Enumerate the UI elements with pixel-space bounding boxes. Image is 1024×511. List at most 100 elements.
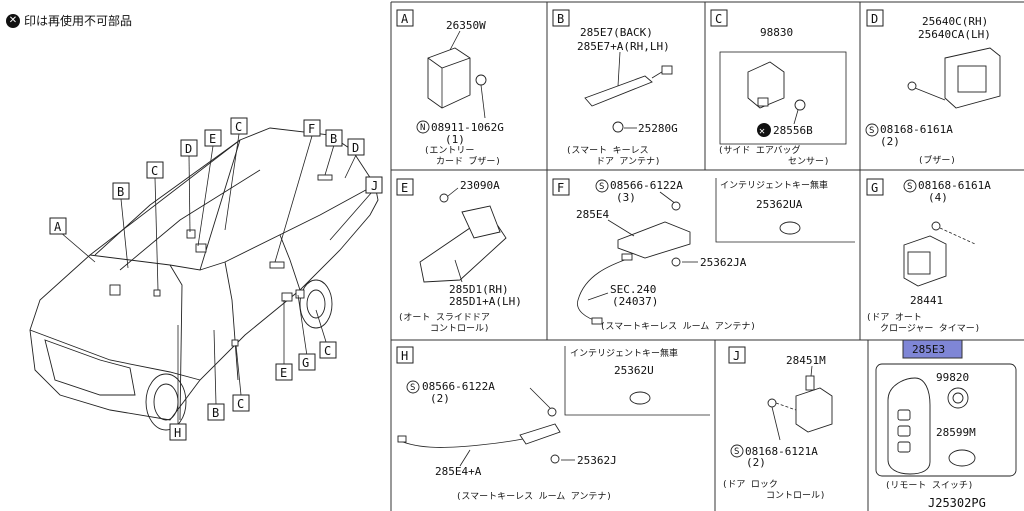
callout-label: D bbox=[352, 141, 359, 155]
callout-label: C bbox=[151, 164, 158, 178]
part-number: 28451M bbox=[786, 354, 826, 367]
inset-title: インテリジェントキー無車 bbox=[720, 179, 828, 191]
part-number: 99820 bbox=[936, 371, 969, 384]
nut-number: 25362JA bbox=[700, 256, 747, 269]
caption: (スマートキーレス ルーム アンテナ) bbox=[600, 321, 756, 332]
bolt-number: 08566-6122A bbox=[422, 380, 495, 393]
panel-a: A 26350W N 08911-1062G (1) (エントリー カード ブザ… bbox=[396, 9, 504, 167]
bolt-number: 08168-6161A bbox=[880, 123, 953, 136]
callout-box bbox=[49, 217, 67, 235]
vehicle-callouts: A B C D E C F B D J H B C E bbox=[49, 117, 383, 441]
svg-text:S: S bbox=[907, 182, 912, 192]
callout-label: H bbox=[174, 426, 181, 440]
section-ref: (24037) bbox=[612, 295, 658, 308]
callout-label: B bbox=[330, 132, 337, 146]
quantity: (3) bbox=[616, 191, 636, 204]
legend-note: ✕ 印は再使用不可部品 bbox=[6, 12, 132, 29]
part-number: 285D1+A(LH) bbox=[449, 295, 522, 308]
callout-label: C bbox=[237, 397, 244, 411]
panel-letter: C bbox=[715, 12, 722, 26]
caption-line-2: カード ブザー) bbox=[436, 155, 501, 167]
vehicle-drawing bbox=[29, 127, 379, 431]
caption-line-1: (オート スライドドア bbox=[398, 312, 490, 323]
caption-line-2: ドア アンテナ) bbox=[596, 156, 660, 167]
panel-letter: F bbox=[557, 181, 564, 195]
caption-line-1: (エントリー bbox=[424, 146, 474, 156]
svg-text:N: N bbox=[420, 123, 425, 133]
callout-label: D bbox=[185, 142, 192, 156]
caption-line-2: コントロール) bbox=[766, 491, 825, 501]
caption-line-1: (ドア オート bbox=[866, 312, 922, 323]
caption-line-2: コントロール) bbox=[430, 324, 489, 334]
bolt-number: 08566-6122A bbox=[610, 179, 683, 192]
callout-label: C bbox=[324, 344, 331, 358]
panel-c: C 98830 ✕ 28556B (サイド エアバッグ センサー) bbox=[710, 9, 847, 167]
svg-text:S: S bbox=[410, 383, 415, 393]
bolt-number: 08168-6161A bbox=[918, 179, 991, 192]
nut-number: 28556B bbox=[773, 124, 813, 137]
diagram-id: J25302PG bbox=[928, 496, 986, 510]
part-number: 285E3 bbox=[912, 343, 945, 356]
part-number: 28599M bbox=[936, 426, 976, 439]
caption-line-1: (サイド エアバッグ bbox=[718, 144, 800, 156]
quantity: (1) bbox=[445, 133, 465, 146]
callout-label: C bbox=[235, 120, 242, 134]
inset-part: 25362U bbox=[614, 364, 654, 377]
bolt-number: 23090A bbox=[460, 179, 500, 192]
panel-f: F S 08566-6122A (3) 285E4 25362JA SEC.24… bbox=[552, 178, 855, 332]
bolt-number: 08911-1062G bbox=[431, 121, 504, 134]
quantity: (2) bbox=[746, 456, 766, 469]
part-number: 25640CA(LH) bbox=[918, 28, 991, 41]
bolt-number: 25280G bbox=[638, 122, 678, 135]
panel-g: G S 08168-6161A (4) 28441 (ドア オート クロージャー… bbox=[866, 178, 991, 334]
quantity: (4) bbox=[928, 191, 948, 204]
panel-remote: 285E3 99820 28599M (リモート スイッチ) bbox=[875, 339, 1017, 491]
panel-e: E 23090A 285D1(RH) 285D1+A(LH) (オート スライド… bbox=[396, 178, 522, 334]
panel-j: J 28451M S 08168-6121A (2) (ドア ロック コントロー… bbox=[722, 346, 833, 501]
callout-label: G bbox=[302, 356, 309, 370]
quantity: (2) bbox=[430, 392, 450, 405]
panel-letter: E bbox=[401, 181, 408, 195]
part-number: 26350W bbox=[446, 19, 486, 32]
part-number: 28441 bbox=[910, 294, 943, 307]
panel-letter: A bbox=[401, 12, 409, 26]
part-number: 25640C(RH) bbox=[922, 15, 988, 28]
inset-part: 25362UA bbox=[756, 198, 803, 211]
panel-letter: B bbox=[557, 12, 564, 26]
bolt-number: 08168-6121A bbox=[745, 445, 818, 458]
part-number: 285E7(BACK) bbox=[580, 26, 653, 39]
highlight-header bbox=[902, 339, 963, 359]
callout-label: E bbox=[209, 132, 216, 146]
caption-line-1: (ドア ロック bbox=[722, 479, 778, 490]
part-number: 285E4+A bbox=[435, 465, 482, 478]
svg-text:✕: ✕ bbox=[759, 126, 765, 137]
callout-label: E bbox=[280, 366, 287, 380]
svg-text:S: S bbox=[734, 447, 739, 457]
panel-grid bbox=[390, 1, 1024, 511]
caption-line-2: センサー) bbox=[788, 156, 829, 167]
x-circle-icon: ✕ bbox=[6, 13, 20, 28]
caption-line-2: クロージャー タイマー) bbox=[880, 323, 980, 334]
svg-text:S: S bbox=[869, 126, 874, 136]
svg-text:S: S bbox=[599, 182, 604, 192]
callout-label: J bbox=[371, 179, 378, 193]
caption: (リモート スイッチ) bbox=[885, 480, 973, 491]
panel-h: H インテリジェントキー無車 25362U S 08566-6122A (2) … bbox=[396, 346, 710, 502]
callout-label: B bbox=[117, 185, 124, 199]
panel-letter: G bbox=[871, 181, 878, 195]
part-number: 98830 bbox=[760, 26, 793, 39]
inset-title: インテリジェントキー無車 bbox=[570, 347, 678, 359]
section-ref: SEC.240 bbox=[610, 283, 656, 296]
panel-letter: J bbox=[733, 349, 740, 363]
callout-label: A bbox=[54, 220, 62, 234]
panel-b: B 285E7(BACK) 285E7+A(RH,LH) 25280G (スマー… bbox=[552, 9, 678, 167]
callout-label: F bbox=[308, 122, 315, 136]
part-number: 285E7+A(RH,LH) bbox=[577, 40, 670, 53]
caption: (ブザー) bbox=[918, 154, 956, 166]
panel-letter: H bbox=[401, 349, 408, 363]
callout-label: B bbox=[212, 406, 219, 420]
legend-note-text: 印は再使用不可部品 bbox=[24, 14, 133, 28]
nut-number: 25362J bbox=[577, 454, 617, 467]
